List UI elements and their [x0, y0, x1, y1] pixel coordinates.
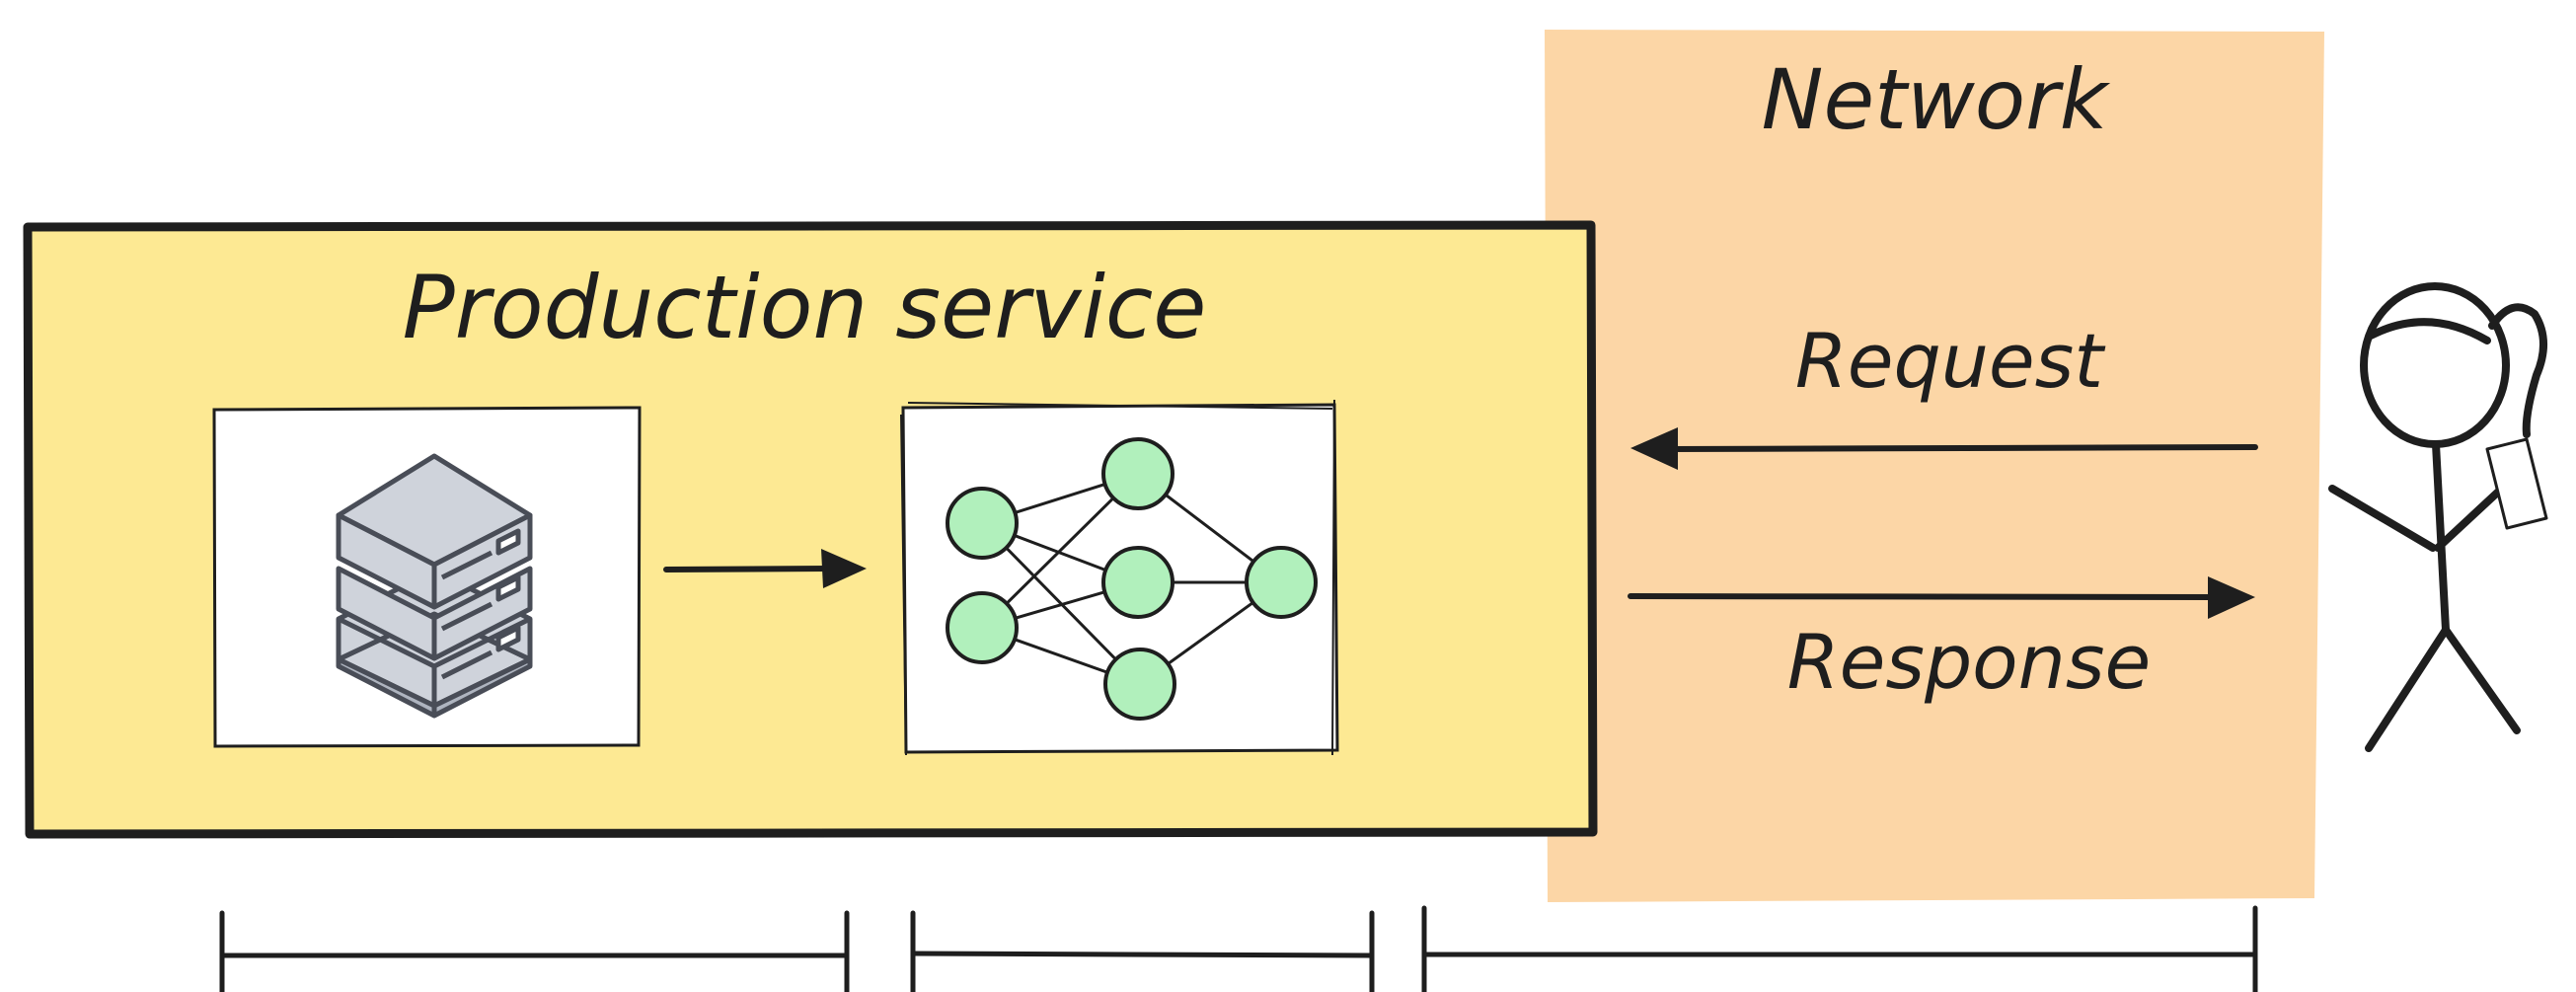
network-panel: Network: [1545, 30, 2324, 902]
server-stack-icon: [336, 453, 533, 719]
stick-figure-user-icon: [2328, 282, 2548, 752]
dimension-bracket-data: [219, 910, 850, 992]
neural-network-icon: [946, 437, 1318, 721]
dimension-bracket-model: [910, 910, 1375, 992]
model-box: [900, 399, 1339, 756]
production-service-label: Production service: [403, 257, 1207, 358]
dimension-bracket-network: [1421, 905, 2258, 992]
data-store-box: [212, 406, 642, 748]
request-arrow: Request: [1630, 317, 2258, 470]
response-arrow: Response: [1628, 576, 2255, 706]
response-label: Response: [1787, 618, 2151, 706]
network-label: Network: [1762, 51, 2111, 148]
arrow-to-model: [663, 549, 867, 588]
request-label: Request: [1795, 317, 2106, 405]
